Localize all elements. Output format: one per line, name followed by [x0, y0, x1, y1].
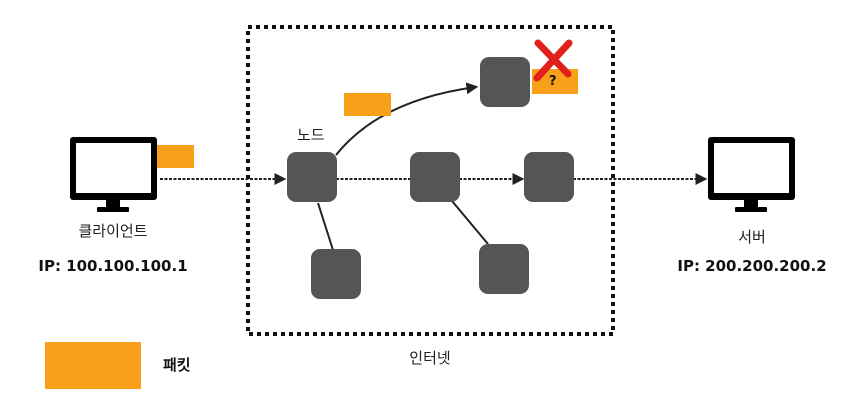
- node-a: [287, 152, 337, 202]
- node-label: 노드: [297, 126, 325, 144]
- node-d: [311, 249, 361, 299]
- lost-packet-question-mark: ?: [549, 74, 557, 89]
- server-name-label: 서버: [738, 228, 766, 246]
- node-b: [410, 152, 460, 202]
- legend-packet-label: 패킷: [163, 356, 191, 374]
- failed-node: [480, 57, 530, 107]
- node-c: [524, 152, 574, 202]
- server-ip-label: IP: 200.200.200.2: [677, 257, 827, 275]
- node-a-to-failed-node-link: [335, 82, 479, 156]
- client-packet: [146, 145, 194, 168]
- in-transit-packet: [344, 93, 391, 116]
- node-e: [479, 244, 529, 294]
- server-computer-icon: [708, 137, 795, 212]
- node-b-to-node-e-link: [451, 200, 489, 245]
- internet-label: 인터넷: [409, 349, 451, 367]
- client-name-label: 클라이언트: [78, 222, 148, 240]
- node-a-to-node-d-link: [317, 202, 334, 251]
- fail-x-icon: [533, 39, 573, 82]
- client-ip-label: IP: 100.100.100.1: [38, 257, 188, 275]
- legend-packet-swatch: [45, 342, 141, 389]
- client-computer-icon: [70, 137, 157, 212]
